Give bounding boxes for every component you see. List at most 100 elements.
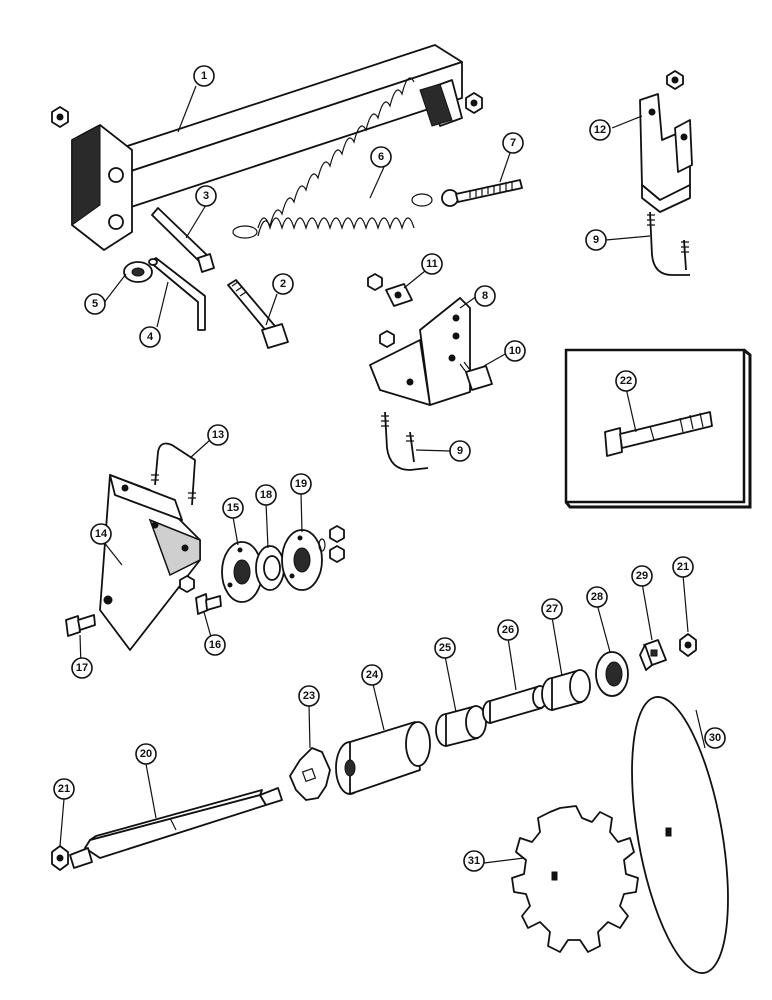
svg-text:18: 18 xyxy=(260,489,272,501)
callout-19: 19 xyxy=(290,473,312,495)
svg-text:15: 15 xyxy=(227,502,239,514)
callout-6: 6 xyxy=(370,146,392,168)
callout-5: 5 xyxy=(84,293,106,315)
part-28-washer xyxy=(595,651,629,697)
callout-7: 7 xyxy=(502,132,524,154)
part-18-bearing xyxy=(255,545,285,591)
callout-27: 27 xyxy=(541,598,563,620)
svg-text:14: 14 xyxy=(95,528,108,540)
svg-text:3: 3 xyxy=(203,190,209,202)
part-23-star-washer xyxy=(289,747,331,801)
part-29-clip xyxy=(639,639,667,671)
callout-9-upper: 9 xyxy=(585,229,607,251)
svg-text:19: 19 xyxy=(295,478,307,490)
part-20-shaft xyxy=(69,787,283,869)
callout-1: 1 xyxy=(193,65,215,87)
part-7-eye-bolt xyxy=(441,179,523,207)
part-24-spool xyxy=(335,721,431,795)
svg-text:6: 6 xyxy=(378,151,384,163)
part-19-flange xyxy=(281,529,323,591)
part-22-carriage-bolt xyxy=(604,411,713,457)
part-30-plain-disc xyxy=(631,696,729,974)
svg-text:10: 10 xyxy=(509,345,521,357)
callout-26: 26 xyxy=(497,619,519,641)
part-9-u-bolt xyxy=(647,211,690,276)
part-9-u-bolt xyxy=(381,411,429,471)
callout-17: 17 xyxy=(71,657,93,679)
svg-text:5: 5 xyxy=(92,298,98,310)
callout-10: 10 xyxy=(504,340,526,362)
callout-25: 25 xyxy=(434,637,456,659)
svg-text:27: 27 xyxy=(546,603,558,615)
callout-8: 8 xyxy=(474,285,496,307)
svg-text:20: 20 xyxy=(140,748,152,760)
svg-text:17: 17 xyxy=(76,662,88,674)
svg-text:30: 30 xyxy=(709,732,721,744)
callout-18: 18 xyxy=(255,484,277,506)
nut-icon xyxy=(367,273,383,291)
callout-23: 23 xyxy=(298,685,320,707)
callout-15: 15 xyxy=(222,497,244,519)
callout-28: 28 xyxy=(586,586,608,608)
callout-9-lower: 9 xyxy=(449,440,471,462)
svg-text:4: 4 xyxy=(147,331,154,343)
callout-12: 12 xyxy=(589,119,611,141)
svg-text:22: 22 xyxy=(620,375,632,387)
callout-31: 31 xyxy=(463,850,485,872)
callout-3: 3 xyxy=(195,185,217,207)
svg-text:8: 8 xyxy=(482,290,488,302)
svg-text:25: 25 xyxy=(439,642,451,654)
part-21-nut xyxy=(51,845,69,871)
svg-text:23: 23 xyxy=(303,690,315,702)
callout-11: 11 xyxy=(421,253,443,275)
part-11-clip-nut xyxy=(385,283,413,307)
nut-icon xyxy=(51,106,69,128)
part-27-bushing xyxy=(541,669,591,711)
callout-16: 16 xyxy=(204,634,226,656)
callout-29: 29 xyxy=(631,565,653,587)
callout-21-right: 21 xyxy=(672,556,694,578)
inset-box xyxy=(564,348,752,509)
part-10-bolt xyxy=(459,361,493,391)
callout-21-left: 21 xyxy=(53,778,75,800)
part-31-notched-disc xyxy=(511,805,639,953)
part-17-bolt xyxy=(65,614,96,637)
svg-text:11: 11 xyxy=(426,258,438,270)
callout-30: 30 xyxy=(704,727,726,749)
callout-4: 4 xyxy=(139,326,161,348)
svg-text:29: 29 xyxy=(636,570,648,582)
nut-icon xyxy=(379,330,395,348)
svg-text:16: 16 xyxy=(209,639,221,651)
part-4-l-pin xyxy=(148,257,206,331)
svg-text:12: 12 xyxy=(594,124,606,136)
callout-20: 20 xyxy=(135,743,157,765)
svg-text:21: 21 xyxy=(677,561,689,573)
callout-24: 24 xyxy=(361,664,383,686)
part-26-sleeve xyxy=(482,685,548,724)
part-16-bolt xyxy=(195,593,222,615)
svg-text:2: 2 xyxy=(280,278,286,290)
callout-14: 14 xyxy=(90,523,112,545)
svg-text:9: 9 xyxy=(457,445,463,457)
nut-icon xyxy=(179,575,195,593)
nut-icon xyxy=(465,92,483,114)
part-14-support-bracket xyxy=(99,474,201,651)
svg-text:28: 28 xyxy=(591,591,603,603)
svg-text:31: 31 xyxy=(468,855,480,867)
part-6-spring xyxy=(232,77,433,239)
part-12-bracket xyxy=(639,93,693,213)
part-1-tube-bar xyxy=(71,44,463,251)
part-13-u-bolt xyxy=(151,442,196,506)
part-5-nut xyxy=(123,261,153,283)
svg-text:1: 1 xyxy=(201,70,207,82)
svg-text:21: 21 xyxy=(58,783,70,795)
callout-22: 22 xyxy=(615,370,637,392)
svg-text:9: 9 xyxy=(593,234,599,246)
nut-icon xyxy=(666,70,684,90)
part-8-angle-bracket xyxy=(369,297,471,406)
svg-text:24: 24 xyxy=(366,669,379,681)
part-21-nut xyxy=(679,633,697,657)
leader-lines xyxy=(59,85,706,864)
callout-13: 13 xyxy=(207,424,229,446)
